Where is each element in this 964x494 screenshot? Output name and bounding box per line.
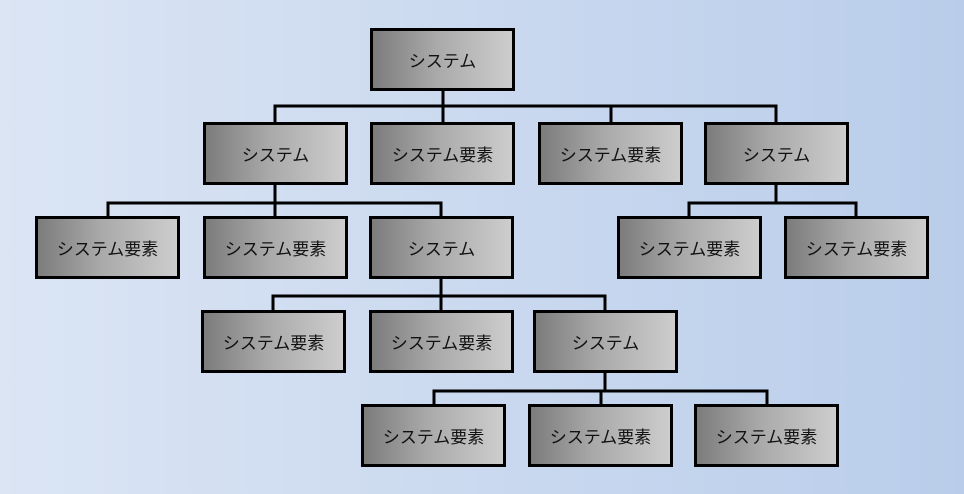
level4-element-box: システム要素 — [694, 404, 839, 467]
root-system-box: システム — [370, 28, 515, 91]
level4-element-box: システム要素 — [361, 404, 506, 467]
level4-element-box: システム要素 — [528, 404, 673, 467]
level1-element-box: システム要素 — [538, 122, 683, 185]
level3-system-box: システム — [533, 310, 678, 373]
level3-element-box: システム要素 — [201, 310, 346, 373]
level2-element-box: システム要素 — [203, 216, 348, 279]
level2-system-box: システム — [369, 216, 514, 279]
level2-right-element-box: システム要素 — [617, 216, 762, 279]
level1-element-box: システム要素 — [370, 122, 515, 185]
level3-element-box: システム要素 — [369, 310, 514, 373]
level2-right-element-box: システム要素 — [784, 216, 929, 279]
level2-element-box: システム要素 — [35, 216, 180, 279]
level1-system-box-left: システム — [203, 122, 348, 185]
level1-system-box-right: システム — [704, 122, 849, 185]
